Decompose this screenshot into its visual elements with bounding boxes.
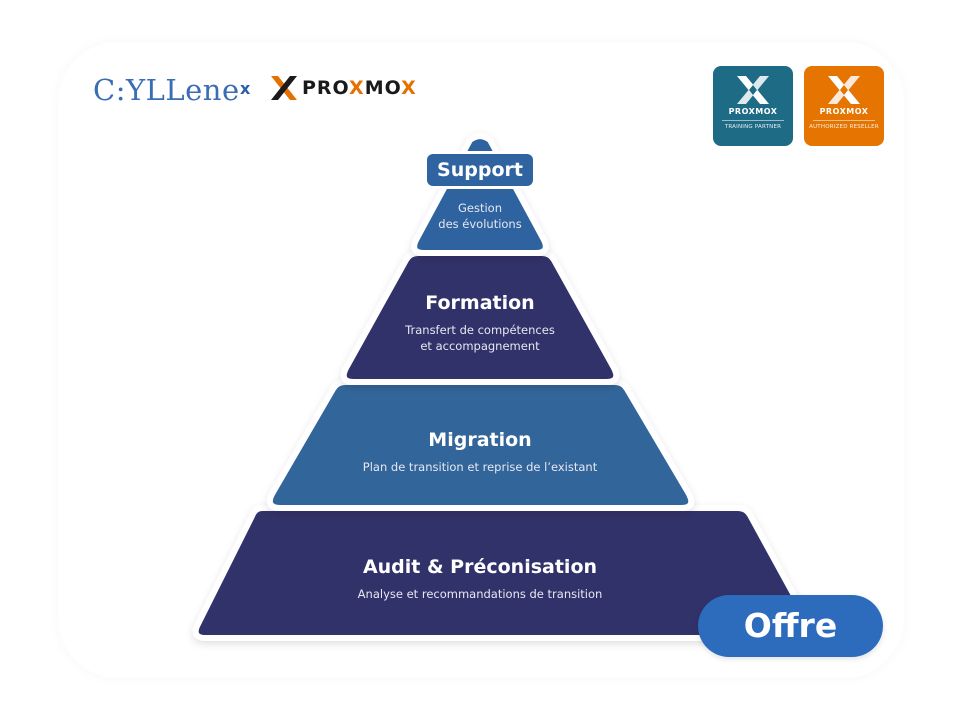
tier-formation-label: Formation Transfert de compétences et ac… xyxy=(360,290,600,354)
tier-formation-description: Transfert de compétences xyxy=(405,323,555,337)
cyllene-logo: C:YLLene xyxy=(93,73,240,107)
proxmox-authorized-reseller-badge: PROXMOX AUTHORIZED RESELLER xyxy=(804,66,884,146)
proxmox-x-icon xyxy=(737,76,769,104)
tier-migration-description: Plan de transition et reprise de l’exist… xyxy=(362,460,598,474)
collaboration-separator: x xyxy=(240,79,251,98)
tier-support-description: Gestion des évolutions xyxy=(438,201,522,231)
badge-divider xyxy=(813,120,875,121)
proxmox-wordmark: PROXMOX xyxy=(302,77,417,99)
tier-migration-title: Migration xyxy=(428,429,532,451)
offre-button[interactable]: Offre xyxy=(698,595,883,657)
tier-support-title: Support xyxy=(427,154,533,186)
tier-audit-label: Audit & Préconisation Analyse et recomma… xyxy=(290,554,670,602)
tier-migration-label: Migration Plan de transition et reprise … xyxy=(300,427,660,475)
tier-migration-shape xyxy=(266,379,695,511)
tier-audit-title: Audit & Préconisation xyxy=(362,556,598,578)
tier-audit-description: Analyse et recommandations de transition xyxy=(357,587,603,601)
proxmox-training-partner-badge: PROXMOX TRAINING PARTNER xyxy=(713,66,793,146)
proxmox-logo: PROXMOX xyxy=(270,73,417,103)
proxmox-x-icon xyxy=(828,76,860,104)
tier-formation-title: Formation xyxy=(425,292,535,314)
badge-brand: PROXMOX xyxy=(819,107,869,116)
badge-subtitle: AUTHORIZED RESELLER xyxy=(809,124,879,130)
tier-formation-shape xyxy=(340,250,620,385)
badge-subtitle: TRAINING PARTNER xyxy=(724,124,782,130)
badge-brand: PROXMOX xyxy=(728,107,778,116)
tier-support-shape xyxy=(411,133,549,256)
proxmox-x-icon xyxy=(271,76,297,100)
badge-divider xyxy=(722,120,784,121)
